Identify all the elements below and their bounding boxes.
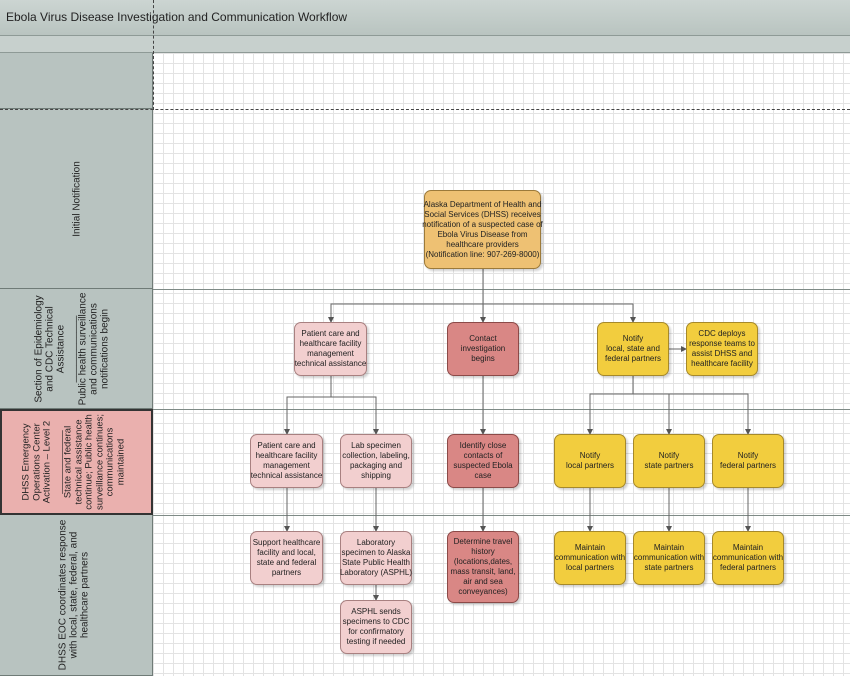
connector-dhss-to-patient [328,269,484,323]
node-identify-contacts: Identify close contacts of suspected Ebo… [447,434,519,488]
title-bar: Ebola Virus Disease Investigation and Co… [0,0,850,36]
lane-label-blank [0,53,153,109]
lane-divider [153,409,850,410]
connector-notify-to-state [633,393,672,435]
lane-label-eoc: DHSS Emergency Operations Center Activat… [0,409,153,515]
node-maintain-local: Maintain communication with local partne… [554,531,626,585]
node-notify-partners: Notify local, state and federal partners [597,322,669,376]
node-maintain-state: Maintain communication with state partne… [633,531,705,585]
connector-notify-to-local [587,376,634,435]
node-lab-specimen: Lab specimen collection, labeling, packa… [340,434,412,488]
connector-patient-to-lab [331,396,379,435]
lane-divider [153,289,850,290]
lane-divider [153,515,850,516]
dashed-divider-vertical [153,0,154,110]
lane-label-coord: DHSS EOC coordinates response with local… [0,515,153,676]
node-specimen-asphl: Laboratory specimen to Alaska State Publ… [340,531,412,585]
node-notify-state: Notify state partners [633,434,705,488]
node-notify-local: Notify local partners [554,434,626,488]
node-travel-history: Determine travel history (locations,date… [447,531,519,603]
lane-label-initial: Initial Notification [0,109,153,289]
lane-label-epi: Section of Epidemiology and CDC Technica… [0,289,153,409]
node-notify-federal: Notify federal partners [712,434,784,488]
header-band [0,36,850,53]
dashed-divider-horizontal [0,109,850,110]
node-dhss-notification: Alaska Department of Health and Social S… [422,190,543,269]
connector-dhss-to-notify [483,303,636,323]
node-patient-care-eoc: Patient care and healthcare facility man… [250,434,323,488]
node-contact-investigation: Contact investigation begins [447,322,519,376]
connector-patient-to-patient2 [284,376,332,435]
node-support-healthcare: Support healthcare facility and local, s… [250,531,323,585]
node-asphl-to-cdc: ASPHL sends specimens to CDC for confirm… [340,600,412,654]
node-maintain-federal: Maintain communication with federal part… [712,531,784,585]
diagram-title: Ebola Virus Disease Investigation and Co… [6,10,348,24]
node-cdc-deploys: CDC deploys response teams to assist DHS… [686,322,758,376]
connector-notify-to-federal [633,393,751,435]
node-patient-care-technical: Patient care and healthcare facility man… [294,322,367,376]
